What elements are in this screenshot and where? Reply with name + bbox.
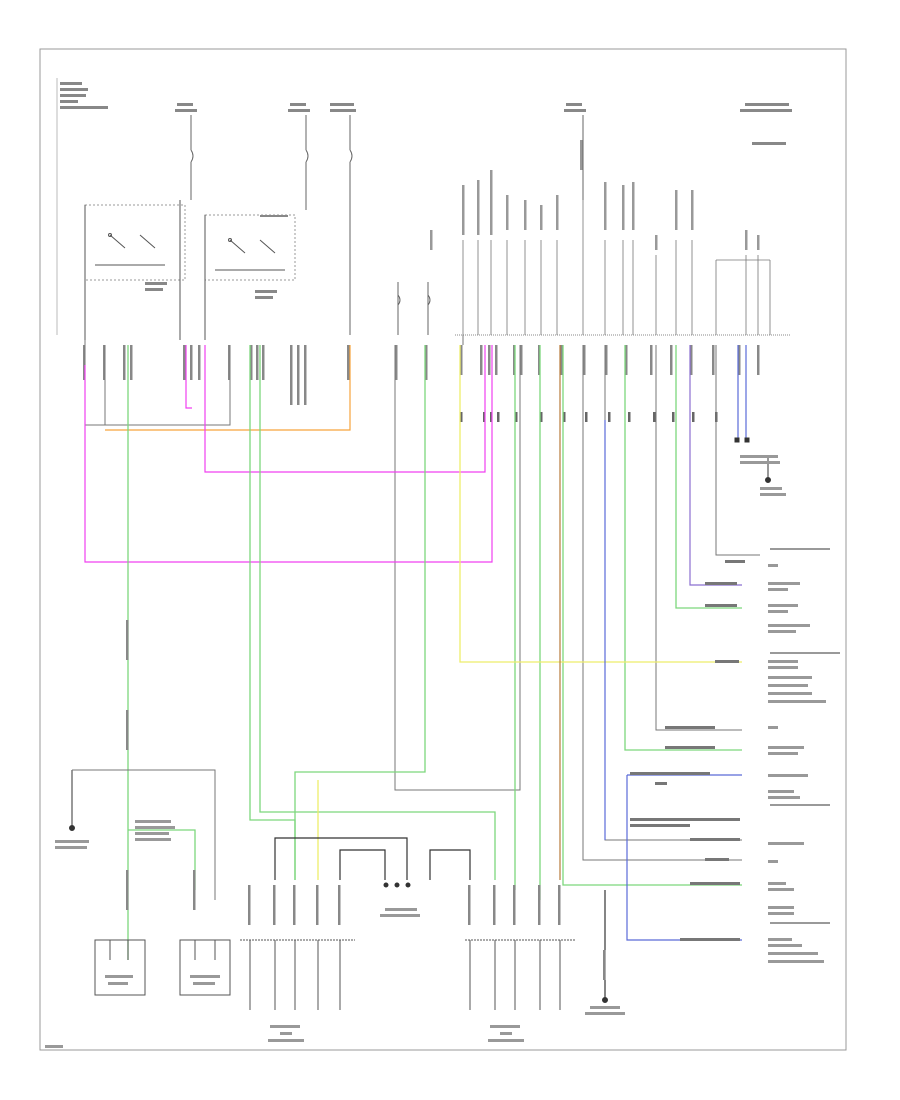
relay-left <box>84 200 186 340</box>
connector-pin-ids <box>460 412 718 422</box>
ground-symbols <box>69 437 771 1003</box>
wires-green <box>127 345 742 960</box>
module-pin-labels <box>430 140 760 250</box>
relay-labels <box>145 215 288 299</box>
fuse-labels <box>175 103 792 145</box>
ground-wire-left <box>72 769 216 900</box>
wire-orange <box>105 345 351 431</box>
wire-yellow <box>317 345 742 880</box>
top-left-note <box>60 82 108 109</box>
diagram-frame <box>39 48 847 1051</box>
bottom-pin-labels <box>126 620 606 980</box>
right-labels <box>768 548 840 963</box>
relay-right <box>204 214 296 340</box>
bottom-labels <box>45 455 786 1048</box>
fuse-symbols <box>190 115 584 335</box>
wires-black <box>274 837 606 1000</box>
module-verticals <box>462 200 771 335</box>
wire-run-labels <box>630 560 745 941</box>
lamp-labels <box>105 975 220 985</box>
lamp-left <box>94 939 146 996</box>
bottom-connector-left <box>240 939 355 1010</box>
center-fuses <box>397 282 431 335</box>
wires-magenta <box>84 345 493 563</box>
lamp-right <box>179 939 231 996</box>
connector-pins-top <box>83 345 760 405</box>
wires-gray <box>84 335 760 861</box>
bottom-connector-right <box>465 939 575 1010</box>
